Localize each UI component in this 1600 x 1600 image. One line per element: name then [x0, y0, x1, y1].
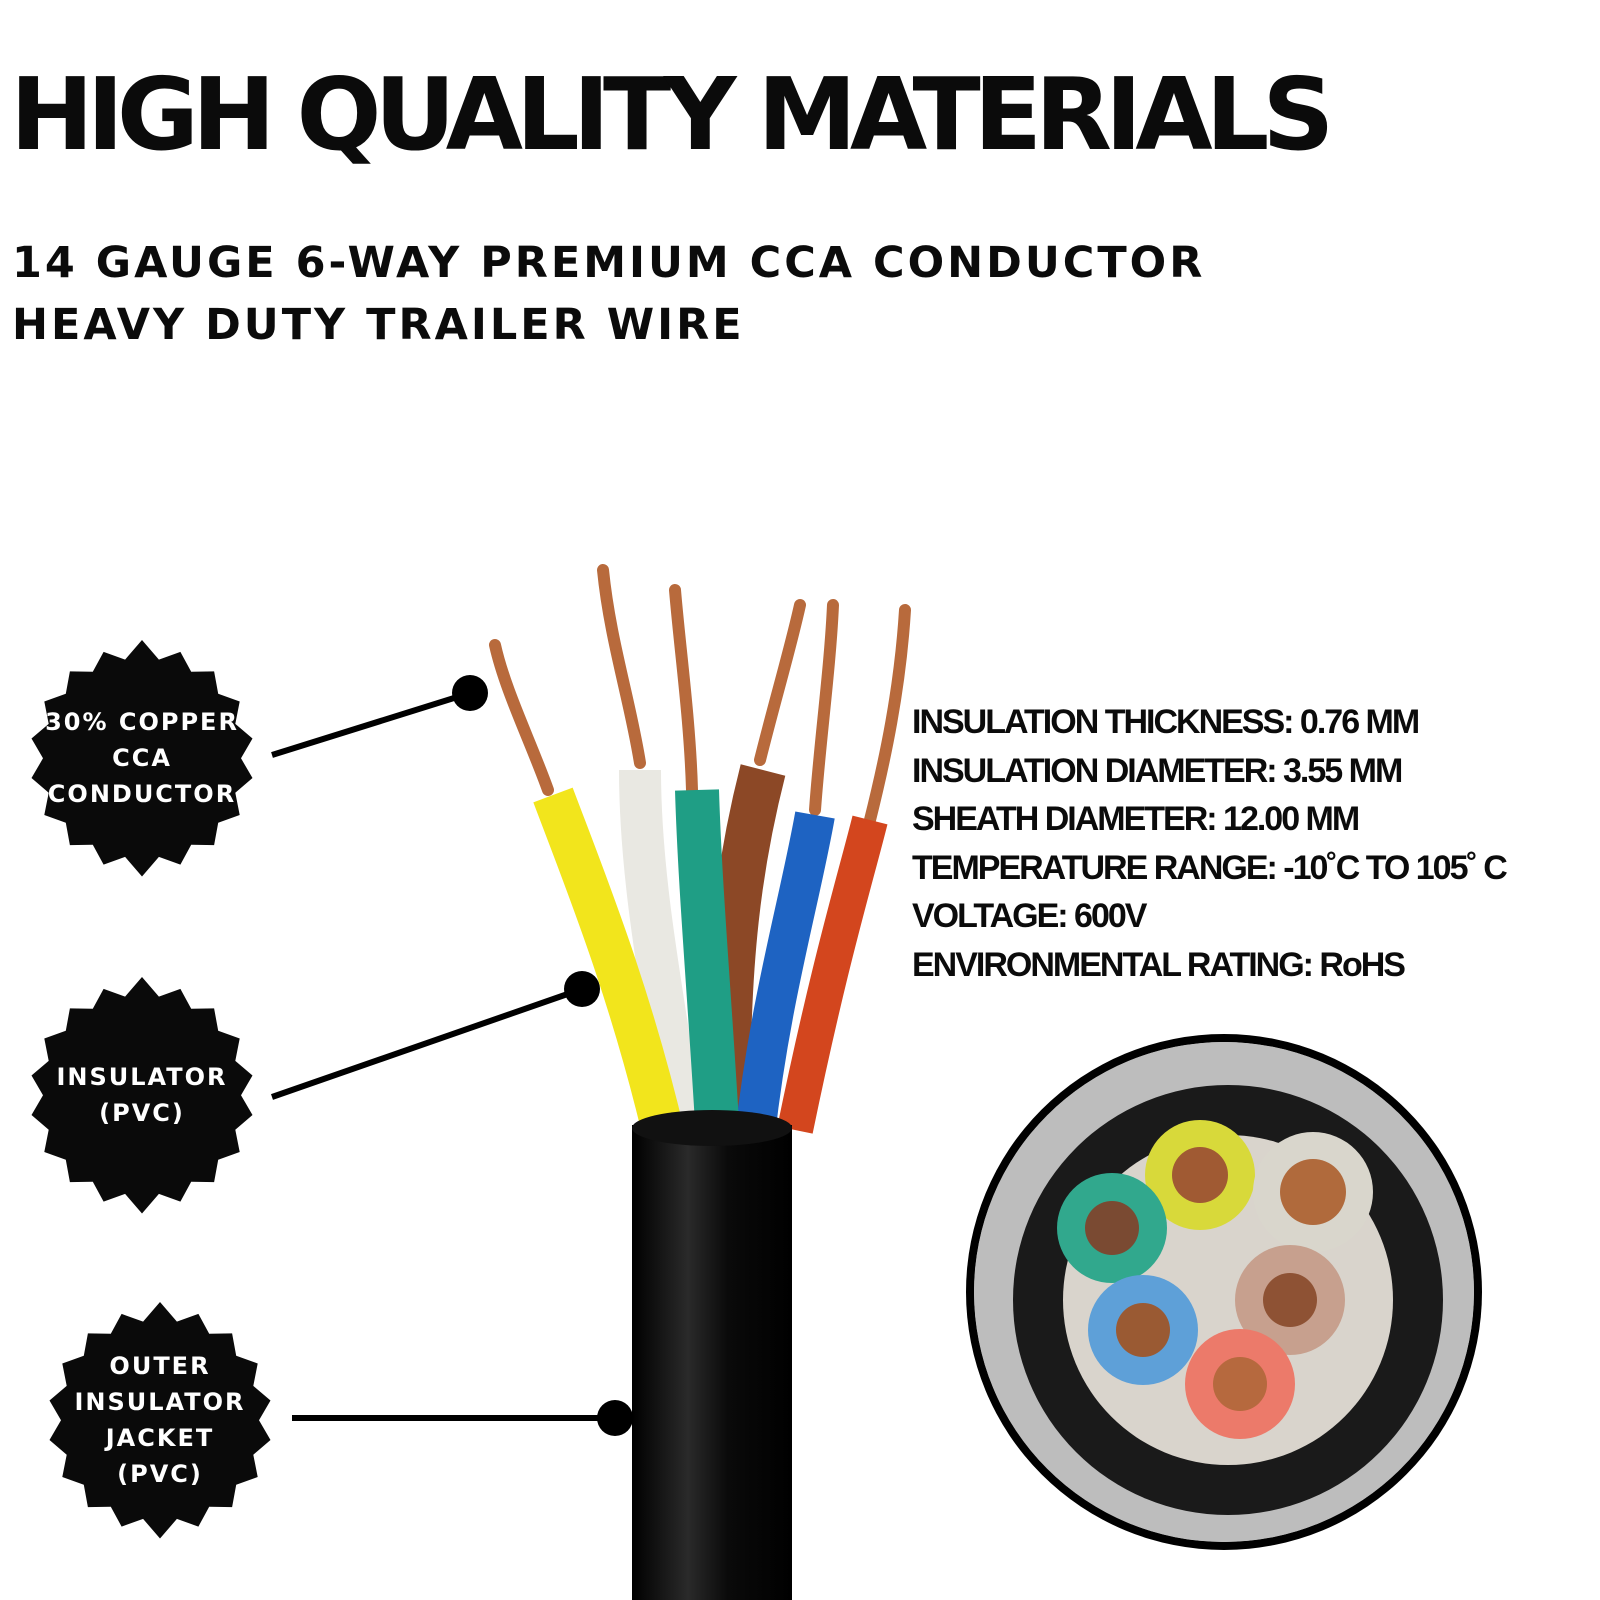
callout-badge-jacket: OUTER INSULATOR JACKET (PVC)	[30, 1290, 290, 1550]
copper-strands	[489, 564, 911, 826]
badge-conductor-line-1: 30% COPPER	[45, 708, 239, 736]
starburst-badge-icon	[49, 1302, 271, 1539]
subtitle-line-1: 14 GAUGE 6-WAY PREMIUM CCA CONDUCTOR	[12, 238, 1206, 288]
connector-line-conductor	[271, 690, 471, 758]
strand-blue	[809, 599, 839, 816]
connector-dot-jacket	[597, 1400, 633, 1436]
starburst-badge-icon	[31, 977, 253, 1214]
badge-insulator-line-2: (PVC)	[99, 1099, 185, 1127]
spec-insulation-thickness: INSULATION THICKNESS: 0.76 MM	[912, 703, 1420, 741]
starburst-badge-icon	[31, 640, 253, 877]
spec-list: INSULATION THICKNESS: 0.76 MM INSULATION…	[912, 698, 1508, 989]
wire-green	[675, 789, 740, 1142]
insulated-wires	[533, 764, 888, 1145]
spec-environmental-rating: ENVIRONMENTAL RATING: RoHS	[912, 945, 1406, 984]
badge-insulator-line-1: INSULATOR	[56, 1063, 228, 1091]
spec-sheath-diameter: SHEATH DIAMETER: 12.00 MM	[912, 800, 1360, 838]
strand-white	[597, 564, 646, 769]
outer-jacket	[632, 1110, 792, 1600]
wire-yellow	[533, 787, 686, 1145]
badge-jacket-line-2: INSULATOR	[74, 1388, 246, 1416]
wire-red	[777, 815, 888, 1134]
strand-red	[864, 604, 911, 826]
connector-dot-insulator	[564, 971, 600, 1007]
callout-badge-insulator: INSULATOR (PVC)	[12, 965, 272, 1225]
badge-conductor-line-3: CONDUCTOR	[47, 780, 237, 808]
wire-white	[619, 769, 706, 1144]
badge-jacket-line-1: OUTER	[109, 1352, 211, 1380]
badge-conductor-line-2: CCA	[112, 744, 172, 772]
strand-yellow	[489, 639, 554, 796]
callout-badge-conductor: 30% COPPER CCA CONDUCTOR	[12, 628, 272, 888]
badge-jacket-line-4: (PVC)	[117, 1460, 203, 1488]
spec-temperature-range: TEMPERATURE RANGE: -10˚C TO 105˚ C	[912, 848, 1508, 887]
spec-voltage: VOLTAGE: 600V	[912, 897, 1147, 935]
connector-dot-conductor	[452, 675, 488, 711]
page-title: HIGH QUALITY MATERIALS	[10, 56, 1334, 173]
strand-green	[669, 584, 698, 796]
subtitle-line-2: HEAVY DUTY TRAILER WIRE	[12, 300, 745, 350]
wire-blue	[735, 811, 835, 1138]
spec-insulation-diameter: INSULATION DIAMETER: 3.55 MM	[912, 751, 1403, 790]
cable-cross-section-illustration	[966, 1034, 1482, 1550]
subtitle: 14 GAUGE 6-WAY PREMIUM CCA CONDUCTOR HEA…	[12, 232, 1205, 356]
connector-line-insulator	[271, 986, 583, 1100]
callout-connectors	[271, 675, 633, 1436]
badge-jacket-line-3: JACKET	[105, 1424, 215, 1452]
strand-brown	[754, 599, 806, 766]
